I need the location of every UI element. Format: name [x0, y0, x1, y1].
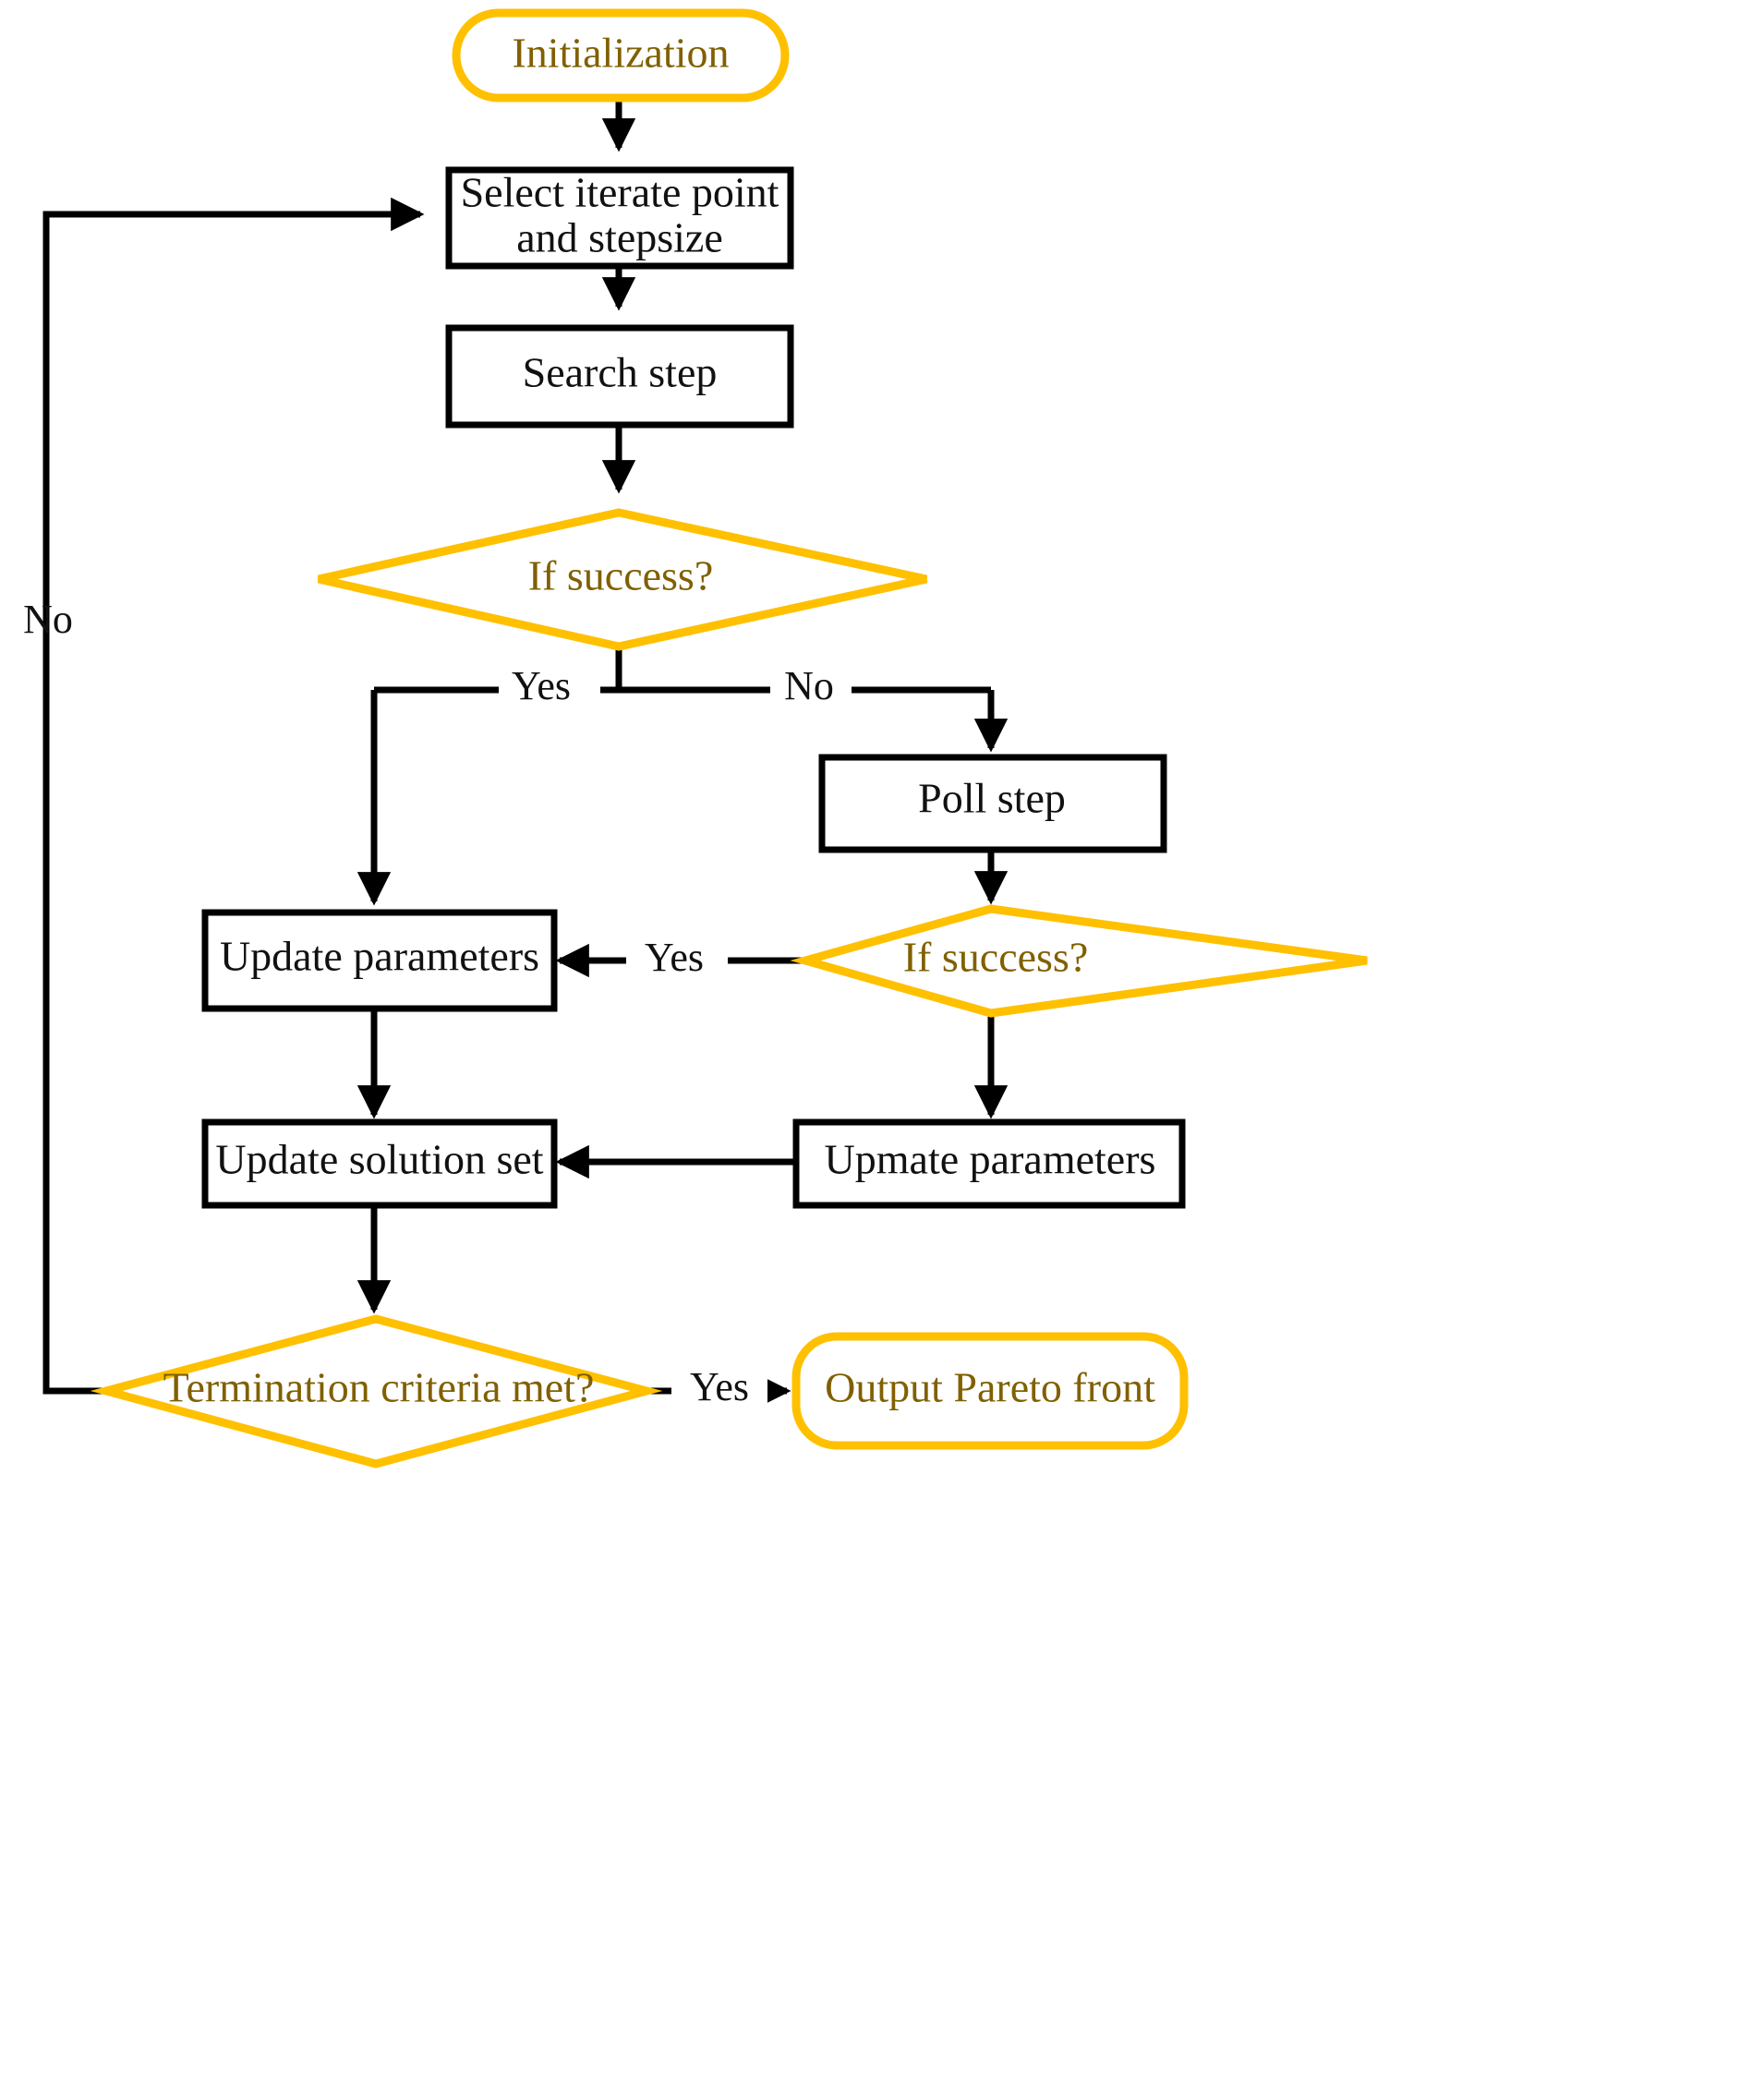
- edge-label-termination-yes: Yes: [671, 1364, 767, 1417]
- node-if-success-search[interactable]: If success?: [318, 508, 927, 651]
- node-update-solution-set[interactable]: Update solution set: [201, 1118, 558, 1209]
- output-pareto-front-shape: [791, 1332, 1189, 1450]
- node-termination-criteria[interactable]: Termination criteria met?: [90, 1314, 663, 1469]
- edge-label-termination-yes-text: Yes: [690, 1364, 749, 1409]
- upmate-parameters-shape: [792, 1118, 1186, 1209]
- edge-label-search-yes: Yes: [499, 663, 600, 717]
- if-success-search-label: If success?: [528, 552, 714, 599]
- edge-label-termination-no: No: [23, 597, 73, 642]
- poll-step-label: Poll step: [918, 775, 1066, 822]
- node-output-pareto-front[interactable]: Output Pareto front: [791, 1332, 1189, 1450]
- node-search-step[interactable]: Search step: [445, 324, 794, 429]
- if-success-poll-label: If success?: [903, 934, 1089, 981]
- initialization-shape: [452, 8, 790, 103]
- search-step-label: Search step: [523, 349, 718, 396]
- node-poll-step[interactable]: Poll step: [818, 754, 1167, 853]
- node-upmate-parameters[interactable]: Upmate parameters: [792, 1118, 1186, 1209]
- upmate-parameters-label: Upmate parameters: [825, 1136, 1156, 1183]
- node-initialization[interactable]: Initialization: [452, 8, 790, 103]
- edge-label-poll-yes-text: Yes: [645, 935, 704, 980]
- edge-label-poll-yes: Yes: [626, 935, 728, 988]
- update-parameters-shape: [201, 909, 558, 1012]
- termination-criteria-shape: [90, 1314, 663, 1469]
- edge-termination-no-feedback-loop: [42, 197, 425, 1395]
- edge-label-search-no-text: No: [784, 663, 834, 708]
- edge-label-termination-no-text: No: [23, 597, 73, 642]
- update-parameters-label: Update parameters: [220, 933, 539, 980]
- select-iterate-label-line1: Select iterate point: [461, 169, 779, 216]
- termination-criteria-label: Termination criteria met?: [163, 1364, 595, 1411]
- node-if-success-poll[interactable]: If success?: [790, 904, 1368, 1018]
- output-pareto-front-label: Output Pareto front: [825, 1364, 1155, 1411]
- edge-label-search-yes-text: Yes: [512, 663, 571, 708]
- initialization-label: Initialization: [512, 30, 729, 77]
- poll-step-shape: [818, 754, 1167, 853]
- node-select-iterate[interactable]: Select iterate point and stepsize: [445, 166, 794, 270]
- edge-label-search-no: No: [770, 663, 852, 717]
- search-step-shape: [445, 324, 794, 429]
- if-success-search-shape: [318, 508, 927, 651]
- update-solution-set-shape: [201, 1118, 558, 1209]
- node-update-parameters[interactable]: Update parameters: [201, 909, 558, 1012]
- select-iterate-label-line2: and stepsize: [516, 214, 723, 261]
- if-success-poll-shape: [790, 904, 1368, 1018]
- update-solution-set-label: Update solution set: [215, 1136, 543, 1183]
- select-iterate-shape: [445, 166, 794, 270]
